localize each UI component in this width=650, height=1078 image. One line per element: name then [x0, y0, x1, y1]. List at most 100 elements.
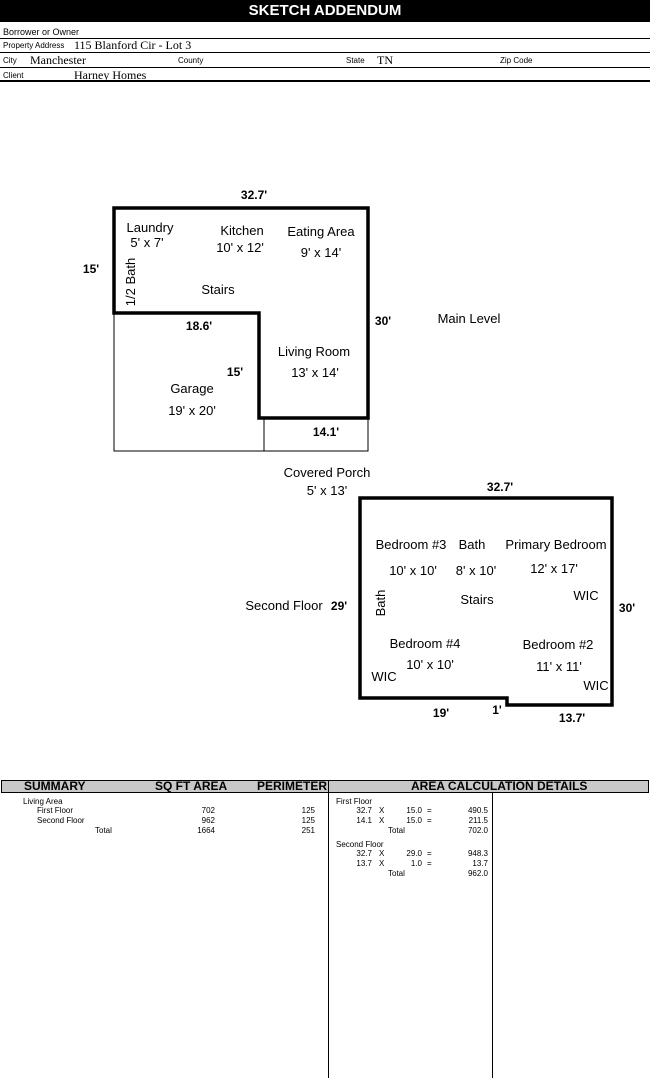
calc-b: 15.0	[406, 816, 422, 825]
second-dim-step: 1'	[492, 703, 502, 717]
room-eating: Eating Area	[287, 224, 355, 239]
details-heading: AREA CALCULATION DETAILS	[411, 779, 588, 793]
area-heading: SQ FT AREA	[155, 779, 228, 793]
main-level-outline	[112, 206, 370, 420]
calc-total-label: Total	[388, 826, 405, 835]
room-garage-size: 19' x 20'	[168, 403, 216, 418]
summary-row-label: First Floor	[37, 806, 73, 815]
address-value: 115 Blanford Cir - Lot 3	[74, 38, 192, 52]
room-kitchen: Kitchen	[220, 223, 263, 238]
room-bath: Bath	[459, 537, 486, 552]
room-bath-vertical: Bath	[373, 590, 388, 617]
summary-heading: SUMMARY	[24, 779, 86, 793]
summary-header-bar	[1, 780, 649, 793]
second-dim-bottom-right: 13.7'	[559, 711, 585, 725]
summary-total-area: 1664	[197, 826, 215, 835]
details-first-label: First Floor	[336, 797, 372, 806]
room-eating-size: 9' x 14'	[301, 245, 341, 260]
room-wic-bed2: WIC	[583, 678, 608, 693]
state-label: State	[346, 56, 365, 65]
header-bottom-rule	[0, 80, 650, 82]
room-porch: Covered Porch	[284, 465, 371, 480]
room-kitchen-size: 10' x 12'	[216, 240, 264, 255]
client-value: Harney Homes	[74, 68, 147, 82]
room-bed2: Bedroom #2	[523, 637, 594, 652]
room-bed3-size: 10' x 10'	[389, 563, 437, 578]
summary-total-perimeter: 251	[301, 826, 315, 835]
room-bed4: Bedroom #4	[390, 636, 461, 651]
calc-total: 702.0	[467, 826, 488, 835]
calc-result: 211.5	[468, 816, 488, 825]
details-column-divider	[492, 793, 493, 1078]
summary-row-area: 702	[201, 806, 215, 815]
calc-a: 14.1	[356, 816, 372, 825]
summary-row-perimeter: 125	[301, 806, 315, 815]
summary-column-divider	[328, 780, 329, 1078]
main-dim-bottom: 14.1'	[313, 425, 339, 439]
second-floor-outline	[358, 496, 614, 707]
summary-row-label: Second Floor	[37, 816, 85, 825]
city-value: Manchester	[30, 53, 86, 67]
calc-a: 32.7	[356, 849, 372, 858]
main-dim-left: 15'	[83, 262, 99, 276]
room-bed2-size: 11' x 11'	[536, 659, 582, 674]
garage-outline	[113, 313, 369, 452]
room-laundry: Laundry	[127, 220, 174, 235]
borrower-label: Borrower or Owner	[3, 27, 80, 37]
city-label: City	[3, 56, 17, 65]
room-bed3: Bedroom #3	[376, 537, 447, 552]
header-rule	[0, 52, 650, 53]
calc-result: 490.5	[467, 806, 488, 815]
calc-eq: =	[427, 849, 432, 858]
client-label: Client	[3, 71, 24, 80]
room-porch-size: 5' x 13'	[307, 483, 347, 498]
page-title: SKETCH ADDENDUM	[0, 0, 650, 22]
living-area-label: Living Area	[23, 797, 63, 806]
second-dim-right: 30'	[619, 601, 635, 615]
county-label: County	[178, 56, 204, 65]
calc-total-label: Total	[388, 869, 405, 878]
room-wic-primary: WIC	[573, 588, 598, 603]
address-label: Property Address	[3, 41, 65, 50]
summary-row-area: 962	[201, 816, 215, 825]
main-dim-notch-h: 18.6'	[186, 319, 212, 333]
calc-eq: =	[427, 859, 432, 868]
calc-eq: =	[427, 806, 432, 815]
main-dim-right: 30'	[375, 314, 391, 328]
second-dim-bottom-left: 19'	[433, 706, 449, 720]
second-level-label: Second Floor	[245, 598, 323, 613]
summary-row-perimeter: 125	[301, 816, 315, 825]
calc-result: 948.3	[467, 849, 488, 858]
calc-op: X	[379, 859, 385, 868]
room-half-bath: 1/2 Bath	[123, 258, 138, 306]
calc-b: 15.0	[406, 806, 422, 815]
room-stairs: Stairs	[201, 282, 235, 297]
second-dim-top: 32.7'	[487, 480, 513, 494]
calc-total: 962.0	[467, 869, 488, 878]
room-living-size: 13' x 14'	[291, 365, 339, 380]
room-stairs-2: Stairs	[460, 592, 494, 607]
room-garage: Garage	[170, 381, 213, 396]
main-dim-top: 32.7'	[241, 188, 267, 202]
header-rule	[0, 38, 650, 39]
floor-plan-sketch: 32.7' 15' 30' 18.6' 15' 14.1' Main Level…	[83, 188, 635, 725]
state-value: TN	[377, 53, 393, 67]
calc-b: 29.0	[406, 849, 422, 858]
room-laundry-size: 5' x 7'	[130, 235, 163, 250]
zip-label: Zip Code	[500, 56, 533, 65]
calc-a: 32.7	[356, 806, 372, 815]
room-living: Living Room	[278, 344, 350, 359]
details-second-label: Second Floor	[336, 840, 384, 849]
calc-op: X	[379, 849, 385, 858]
room-wic-bed4: WIC	[371, 669, 396, 684]
perimeter-heading: PERIMETER	[257, 779, 328, 793]
room-primary: Primary Bedroom	[505, 537, 606, 552]
calc-a: 13.7	[356, 859, 372, 868]
header-rule	[0, 67, 650, 68]
main-dim-notch-v: 15'	[227, 365, 243, 379]
calc-op: X	[379, 806, 385, 815]
calc-result: 13.7	[472, 859, 488, 868]
calc-b: 1.0	[410, 859, 422, 868]
room-bed4-size: 10' x 10'	[406, 657, 454, 672]
room-bath-size: 8' x 10'	[456, 563, 496, 578]
